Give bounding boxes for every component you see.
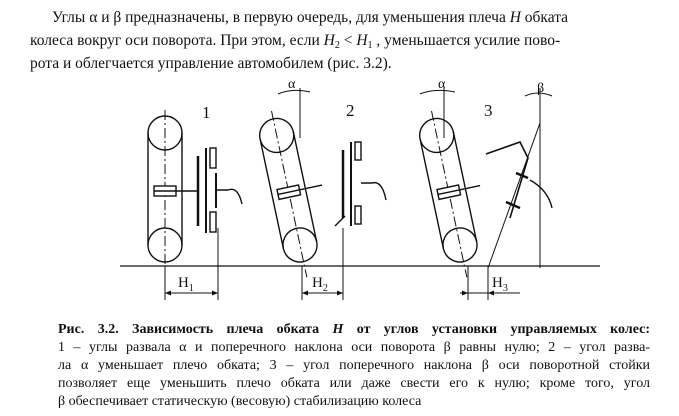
figure-wheel-diagrams: 1 2 3 α α β H1 H2 H3	[120, 78, 600, 308]
dimension-h3-label: H3	[492, 275, 508, 294]
panel-1-number: 1	[202, 103, 211, 122]
panel-3-wheel	[419, 110, 481, 278]
caption-line-1: 1 – углы развала α и поперечного наклона…	[58, 340, 650, 355]
dimension-h1-label: H1	[178, 275, 194, 294]
caption-title: Рис. 3.2. Зависимость плеча обката H от …	[58, 322, 650, 337]
figure-caption: Рис. 3.2. Зависимость плеча обката H от …	[58, 321, 650, 411]
panel-2-hub	[334, 141, 387, 227]
panel-3-number: 3	[484, 101, 493, 120]
panel-3-steering-axis	[485, 88, 553, 269]
paragraph-line-1: Углы α и β предназначены, в первую очере…	[52, 9, 569, 26]
paragraph-line-3: рота и облегчается управление автомобиле…	[30, 55, 392, 72]
caption-line-2: ла α уменьшает плечо обката; 3 – угол по…	[58, 358, 650, 373]
panel-1-hub	[196, 147, 243, 233]
caption-line-3: позволяет еще уменьшить плечо обката или…	[58, 376, 650, 391]
panel-2-alpha-label: α	[288, 78, 296, 92]
panel-3-beta-label: β	[537, 81, 544, 96]
panel-2-wheel	[259, 110, 323, 278]
paragraph-line-2: колеса вокруг оси поворота. При этом, ес…	[30, 32, 561, 51]
body-paragraph: Углы α и β предназначены, в первую очере…	[30, 6, 660, 75]
dimension-h2-label: H2	[312, 275, 328, 294]
panel-2-number: 2	[346, 101, 355, 120]
caption-line-4: β обеспечивает статическую (весовую) ста…	[58, 394, 422, 409]
panel-3-alpha-label: α	[438, 78, 446, 92]
panel-1-wheel	[147, 110, 198, 293]
wheel-diagram-drawing: 1 2 3 α α β H1 H2 H3	[120, 78, 600, 300]
